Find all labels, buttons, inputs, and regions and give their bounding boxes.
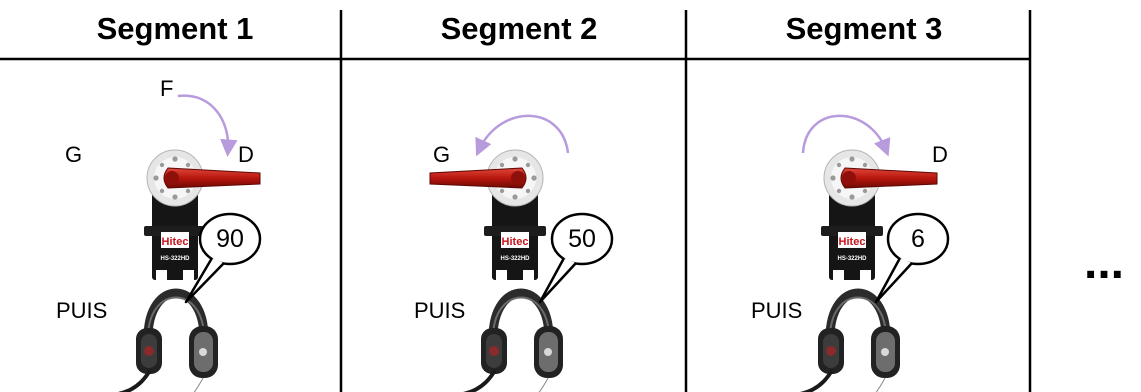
label-g: G bbox=[433, 142, 450, 167]
puis-label: PUIS bbox=[751, 298, 802, 323]
volume-value: 50 bbox=[568, 225, 596, 253]
servo-horn-icon bbox=[840, 167, 938, 189]
label-d: D bbox=[238, 142, 254, 167]
volume-value: 6 bbox=[911, 225, 925, 253]
speech-bubble-icon bbox=[874, 212, 950, 304]
label-d: D bbox=[932, 142, 948, 167]
ellipsis: ... bbox=[1084, 236, 1124, 289]
headset-icon bbox=[451, 293, 563, 392]
speech-bubble-icon bbox=[184, 212, 262, 304]
rotation-arrow-icon bbox=[475, 114, 570, 157]
puis-label: PUIS bbox=[414, 298, 465, 323]
label-g: G bbox=[65, 142, 82, 167]
volume-value: 90 bbox=[216, 225, 244, 253]
speech-bubble-icon bbox=[538, 212, 614, 304]
rotation-arrow-icon bbox=[801, 114, 891, 157]
servo-horn-icon bbox=[163, 167, 261, 189]
segment-1-title: Segment 1 bbox=[97, 11, 254, 46]
servo-horn-icon bbox=[429, 167, 527, 189]
segment-2-panel: G 50 PUIS bbox=[414, 114, 614, 392]
segment-2-title: Segment 2 bbox=[441, 11, 598, 46]
segment-3-title: Segment 3 bbox=[786, 11, 943, 46]
segment-3-panel: D 6 PUIS bbox=[751, 114, 950, 392]
label-f: F bbox=[160, 76, 173, 101]
segment-1-panel: F G D 90 PUIS bbox=[56, 76, 262, 392]
headset-icon bbox=[106, 293, 218, 392]
rotation-arrow-icon bbox=[177, 94, 238, 157]
puis-label: PUIS bbox=[56, 298, 107, 323]
headset-icon bbox=[788, 293, 900, 392]
table-grid bbox=[0, 10, 1032, 392]
